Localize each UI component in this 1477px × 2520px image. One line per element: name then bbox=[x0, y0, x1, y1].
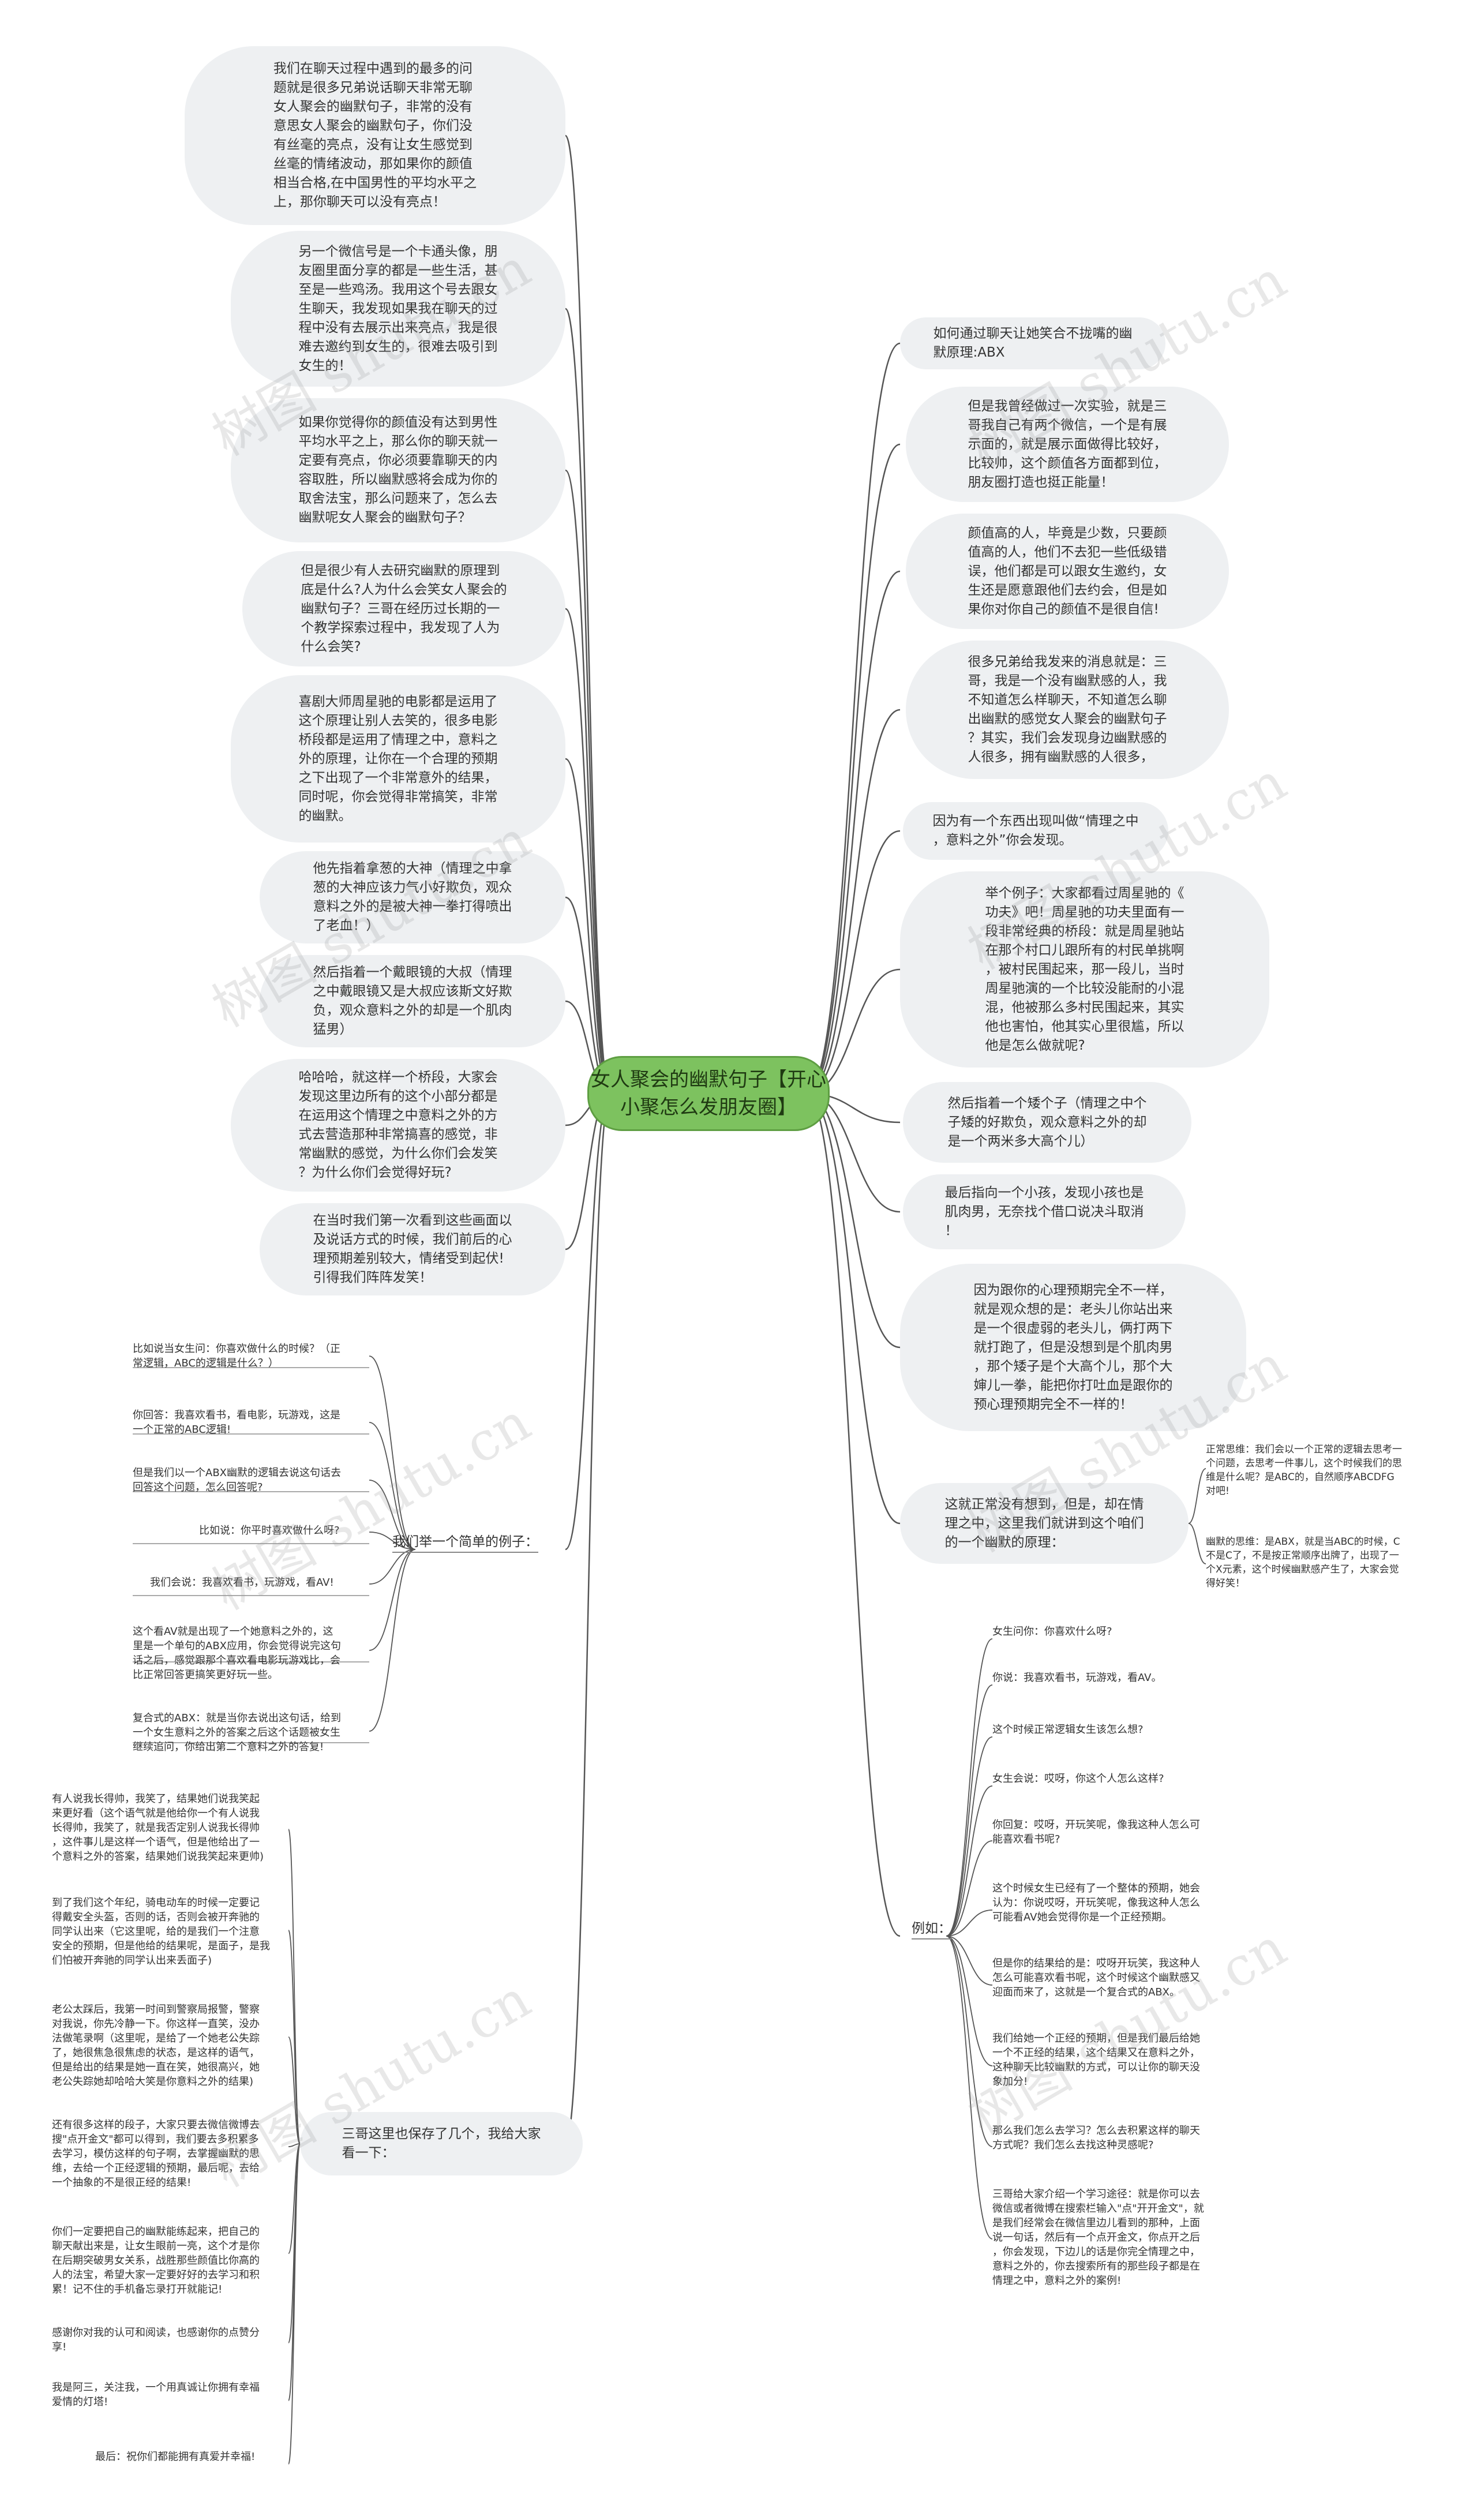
example2-item: 女生问你：你喜欢什么呀? bbox=[992, 1626, 1112, 1638]
connector-line bbox=[806, 830, 901, 1095]
example-item: 我们会说：我喜欢看书，玩游戏，看AV! bbox=[150, 1577, 334, 1589]
connector-line bbox=[806, 1092, 901, 1525]
connector-line bbox=[369, 1549, 416, 1651]
connector-line bbox=[288, 1930, 301, 2144]
right-node[interactable]: 但是我曾经做过一次实验，就是三 哥我自己有两个微信，一个是有展 示面的，就是展示… bbox=[906, 387, 1229, 502]
saved-label[interactable]: 三哥这里也保存了几个，我给大家 看一下： bbox=[300, 2112, 583, 2175]
center-topic[interactable]: 女人聚会的幽默句子【开心小聚怎么发朋友圈】 bbox=[587, 1056, 830, 1131]
right-node[interactable]: 然后指着一个矮个子（情理之中个 子矮的好欺负，观众意料之外的却 是一个两米多大高… bbox=[903, 1082, 1191, 1163]
connector-line bbox=[946, 1785, 993, 1937]
saved-item: 我是阿三，关注我，一个用真诚让你拥有幸福 爱情的灯塔! bbox=[52, 2382, 260, 2408]
right-node[interactable]: 因为有一个东西出现叫做“情理之中 ，意料之外”你会发现。 bbox=[903, 802, 1168, 860]
example-item: 比如说：你平时喜欢做什么呀? bbox=[199, 1525, 340, 1537]
abx-humor-thinking: 幽默的思维：是ABX，就是当ABC的时候，C 不是C了，不是按正常顺序出牌了，出… bbox=[1206, 1536, 1400, 1589]
example2-item: 三哥给大家介绍一个学习途径：就是你可以去 微信或者微博在搜索栏输入"点"开开金文… bbox=[992, 2188, 1204, 2287]
example2-item: 这个时候正常逻辑女生该怎么想? bbox=[992, 1724, 1144, 1736]
saved-item: 老公太踩后，我第一时间到警察局报警，警察 对我说，你先冷静一下。你这样一直笑，没… bbox=[52, 2004, 260, 2088]
right-node[interactable]: 很多兄弟给我发来的消息就是：三 哥，我是一个没有幽默感的人，我 不知道怎么样聊天… bbox=[906, 641, 1229, 779]
connector-line bbox=[946, 1736, 993, 1937]
connector-line bbox=[288, 2036, 301, 2144]
connector-line bbox=[369, 1480, 416, 1550]
left-node[interactable]: 他先指着拿葱的大神（情理之中拿 葱的大神应该力气小好欺负，观众 意料之外的是被大… bbox=[260, 851, 565, 943]
connector-line bbox=[369, 1549, 416, 1732]
connector-line bbox=[1188, 1523, 1206, 1564]
example2-item: 我们给她一个正经的预期，但是我们最后给她 一个不正经的结果，这个结果又在意料之外… bbox=[992, 2032, 1200, 2088]
left-node[interactable]: 另一个微信号是一个卡通头像，朋 友圈里面分享的都是一些生活，甚 至是一些鸡汤。我… bbox=[231, 231, 565, 387]
connector-line bbox=[946, 1935, 993, 2147]
example2-item: 这个时候女生已经有了一个整体的预期，她会 认为：你说哎呀，开玩笑呢，像我这种人怎… bbox=[992, 1882, 1200, 1923]
left-node[interactable]: 但是很少有人去研究幽默的原理到 底是什么?人为什么会笑女人聚会的 幽默句子？三哥… bbox=[242, 551, 565, 666]
example-item: 你回答：我喜欢看书，看电影，玩游戏，这是 一个正常的ABC逻辑! bbox=[133, 1409, 340, 1436]
connector-line bbox=[946, 1935, 993, 2240]
example-item: 比如说当女生问：你喜欢做什么的时候？（正 常逻辑，ABC的逻辑是什么？） bbox=[133, 1343, 340, 1369]
example-item: 这个看AV就是出现了一个她意料之外的，这 里是一个单句的ABX应用，你会觉得说完… bbox=[133, 1626, 341, 1681]
example2-label[interactable]: 例如： bbox=[912, 1922, 951, 1939]
right-node[interactable]: 举个例子：大家都看过周星驰的《 功夫》吧！周星驰的功夫里面有一 段非常经典的桥段… bbox=[900, 871, 1269, 1068]
connector-line bbox=[946, 1684, 993, 1937]
connector-line bbox=[288, 2143, 301, 2254]
saved-item: 还有很多这样的段子，大家只要去微信微博去 搜"点开金文"都可以得到，我们要去多积… bbox=[52, 2119, 260, 2189]
connector-line bbox=[369, 1532, 416, 1550]
left-node[interactable]: 然后指着一个戴眼镜的大叔（情理 之中戴眼镜又是大叔应该斯文好欺 负，观众意料之外… bbox=[260, 955, 565, 1047]
connector-line bbox=[806, 570, 901, 1095]
example2-item: 那么我们怎么去学习？怎么去积累这样的聊天 方式呢？我们怎么去找这种灵感呢? bbox=[992, 2125, 1200, 2151]
example-item: 但是我们以一个ABX幽默的逻辑去说这句话去 回答这个问题，怎么回答呢? bbox=[133, 1467, 341, 1493]
connector-line bbox=[565, 1092, 611, 1551]
right-node[interactable]: 颜值高的人，毕竟是少数，只要颜 值高的人，他们不去犯一些低级错 误，他们都是可以… bbox=[906, 514, 1229, 629]
example2-item: 你说：我喜欢看书，玩游戏，看AV。 bbox=[992, 1672, 1162, 1684]
connector-line bbox=[946, 1935, 993, 1986]
saved-item: 感谢你对我的认可和阅读，也感谢你的点赞分 享! bbox=[52, 2327, 260, 2353]
connector-line bbox=[565, 758, 611, 1095]
saved-item: 最后：祝你们都能拥有真爱并幸福! bbox=[95, 2451, 256, 2463]
connector-line bbox=[564, 134, 612, 1095]
connector-line bbox=[564, 469, 612, 1095]
connector-line bbox=[946, 1840, 993, 1937]
connector-line bbox=[564, 308, 612, 1095]
abx-normal-thinking: 正常思维：我们会以一个正常的逻辑去思考一 个问题，去思考一件事儿，这个时候我们的… bbox=[1206, 1444, 1402, 1497]
left-node[interactable]: 在当时我们第一次看到这些画面以 及说话方式的时候，我们前后的心 理预期差别较大，… bbox=[260, 1203, 565, 1295]
connector-line bbox=[806, 342, 901, 1095]
connector-line bbox=[288, 2143, 301, 2465]
right-node[interactable]: 因为跟你的心理预期完全不一样， 就是观众想的是：老头儿你站出来 是一个很虚弱的老… bbox=[900, 1264, 1246, 1431]
example-item: 复合式的ABX：就是当你去说出这句话，给到 一个女生意料之外的答案之后这个话题被… bbox=[133, 1712, 341, 1753]
left-node[interactable]: 我们在聊天过程中遇到的最多的问 题就是很多兄弟说话聊天非常无聊 女人聚会的幽默句… bbox=[185, 46, 565, 225]
connector-line bbox=[369, 1549, 416, 1585]
connector-line bbox=[806, 1092, 901, 1937]
example2-item: 女生会说：哎呀，你这个人怎么这样? bbox=[992, 1773, 1164, 1785]
connector-line bbox=[1188, 1468, 1206, 1524]
right-node[interactable]: 最后指向一个小孩，发现小孩也是 肌肉男，无奈找个借口说决斗取消 ！ bbox=[903, 1174, 1186, 1249]
example2-item: 你回复：哎呀，开玩笑呢，像我这种人怎么可 能喜欢看书呢? bbox=[992, 1819, 1200, 1845]
connector-line bbox=[288, 2143, 301, 2401]
connector-line bbox=[288, 2143, 301, 2147]
saved-item: 有人说我长得帅，我笑了，结果她们说我笑起 来更好看（这个语气就是他给你一个有人说… bbox=[52, 1793, 264, 1863]
saved-item: 到了我们这个年纪，骑电动车的时候一定要记 得戴安全头盔，否则的话，否则会被开奔驰… bbox=[52, 1897, 270, 1967]
right-node[interactable]: 这就正常没有想到，但是，却在情 理之中，这里我们就讲到这个咱们 的一个幽默的原理… bbox=[900, 1483, 1189, 1564]
left-node[interactable]: 如果你觉得你的颜值没有达到男性 平均水平之上，那么你的聊天就一 定要有亮点，你必… bbox=[231, 398, 565, 542]
example-label[interactable]: 我们举一个简单的例子： bbox=[392, 1535, 538, 1553]
connector-line bbox=[946, 1935, 993, 2066]
right-node[interactable]: 如何通过聊天让她笑合不拢嘴的幽 默原理:ABX bbox=[900, 317, 1165, 369]
connector-line bbox=[369, 1422, 416, 1550]
left-node[interactable]: 喜剧大师周星驰的电影都是运用了 这个原理让别人去笑的，很多电影 桥段都是运用了情… bbox=[231, 675, 565, 843]
example2-item: 但是你的结果给的是：哎呀开玩笑，我这种人 怎么可能喜欢看书呢，这个时候这个幽默感… bbox=[992, 1957, 1200, 1998]
center-topic-label: 女人聚会的幽默句子【开心小聚怎么发朋友圈】 bbox=[591, 1068, 826, 1119]
connector-line bbox=[806, 443, 901, 1095]
left-node[interactable]: 哈哈哈，就这样一个桥段，大家会 发现这里边所有的这个小部分都是 在运用这个情理之… bbox=[231, 1059, 565, 1192]
connector-line bbox=[369, 1356, 416, 1550]
saved-item: 你们一定要把自己的幽默能练起来，把自己的 聊天献出来是，让女生眼前一亮，这个才是… bbox=[52, 2226, 260, 2296]
connector-line bbox=[946, 1638, 993, 1937]
connector-line bbox=[946, 1909, 993, 1937]
connector-line bbox=[564, 1092, 612, 2145]
